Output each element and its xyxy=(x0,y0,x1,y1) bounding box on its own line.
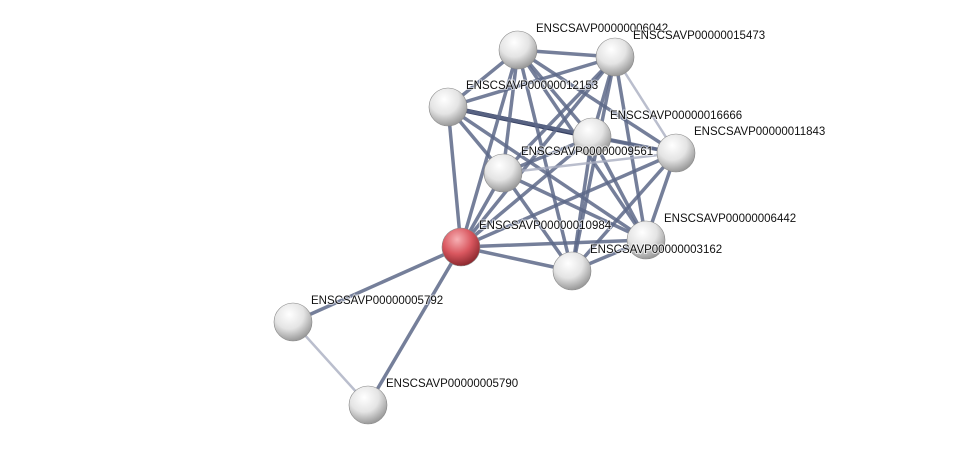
node-label: ENSCSAVP00000015473 xyxy=(633,30,765,42)
edge[interactable] xyxy=(502,171,647,242)
node-label: ENSCSAVP00000010984 xyxy=(479,220,612,232)
node-label: ENSCSAVP00000009561 xyxy=(521,146,653,158)
edge[interactable] xyxy=(613,56,648,241)
edge[interactable] xyxy=(501,55,617,175)
node-label: ENSCSAVP00000005792 xyxy=(311,295,443,307)
edge[interactable] xyxy=(459,49,520,248)
node-ball[interactable] xyxy=(572,117,612,157)
edge[interactable] xyxy=(366,246,463,406)
edge[interactable] xyxy=(590,136,648,241)
node-label: ENSCSAVP00000005790 xyxy=(386,378,518,390)
edge[interactable] xyxy=(446,106,463,248)
node-ball[interactable] xyxy=(595,37,635,77)
node-ball[interactable] xyxy=(428,87,468,127)
labels-layer: ENSCSAVP00000006042ENSCSAVP00000015473EN… xyxy=(310,22,826,391)
node-ball[interactable] xyxy=(483,153,523,193)
edge[interactable] xyxy=(447,55,616,109)
node-label: ENSCSAVP00000011843 xyxy=(694,126,825,138)
edge[interactable] xyxy=(502,151,677,175)
node-label: ENSCSAVP00000012153 xyxy=(466,80,598,92)
node-label: ENSCSAVP00000006042 xyxy=(536,23,668,35)
node-ball[interactable] xyxy=(656,133,696,173)
edge[interactable] xyxy=(501,49,520,174)
edge[interactable] xyxy=(570,136,594,272)
node-label: ENSCSAVP00000016666 xyxy=(610,110,742,122)
edge[interactable] xyxy=(459,135,594,249)
edge[interactable] xyxy=(460,151,677,249)
edge[interactable] xyxy=(501,171,574,273)
edge[interactable] xyxy=(459,55,617,249)
edge[interactable] xyxy=(570,56,617,272)
node-ball[interactable] xyxy=(626,220,666,260)
node-label: ENSCSAVP00000003162 xyxy=(590,244,722,256)
edge[interactable] xyxy=(516,49,574,272)
node-ball[interactable] xyxy=(441,227,481,267)
node-ball[interactable] xyxy=(348,385,388,425)
edge[interactable] xyxy=(517,48,677,155)
edge[interactable] xyxy=(570,151,678,273)
node-label: ENSCSAVP00000006442 xyxy=(664,213,796,225)
nodes-layer xyxy=(273,30,696,425)
edge[interactable] xyxy=(460,238,647,249)
edge[interactable] xyxy=(292,245,462,324)
node-ball[interactable] xyxy=(498,30,538,70)
node-ball[interactable] xyxy=(552,251,592,291)
node-ball[interactable] xyxy=(273,302,313,342)
